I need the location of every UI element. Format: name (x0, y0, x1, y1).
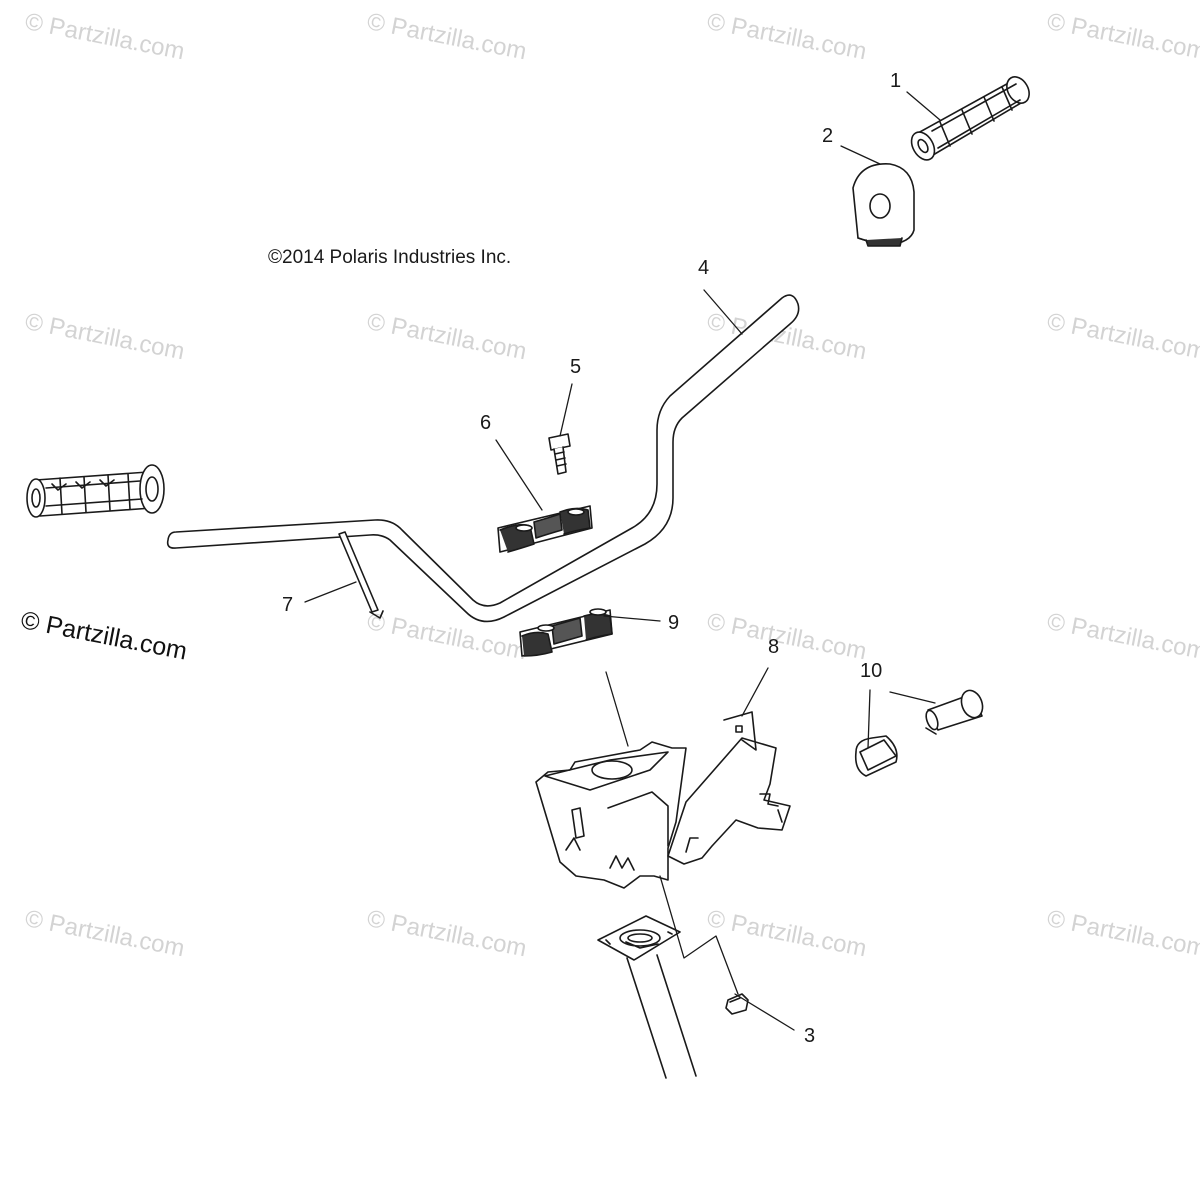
callout-10: 10 (860, 660, 883, 682)
upper-clamp-part-6 (497, 505, 593, 553)
leader-lines (304, 91, 941, 1031)
callout-3: 3 (804, 1025, 816, 1047)
handlebar (166, 294, 800, 623)
leader-line-3 (734, 993, 795, 1031)
leader-line-2 (840, 145, 881, 165)
leader-line-7 (304, 581, 357, 603)
callout-2: 2 (822, 125, 834, 147)
steering-mount-plate (597, 915, 681, 961)
bracket-part-8 (535, 711, 791, 889)
copyright-notice: ©2014 Polaris Industries Inc. (268, 247, 512, 268)
nut-part-3 (725, 993, 749, 1015)
alignment-line-clamp (605, 671, 629, 747)
cable-tie-part-7 (338, 531, 384, 619)
grip-part-1 (910, 76, 1030, 161)
leader-line-8 (741, 667, 769, 717)
steering-column (625, 941, 697, 1079)
callout-6: 6 (480, 412, 492, 434)
bolt-part-5 (548, 433, 571, 475)
leader-line-10a (867, 689, 871, 749)
leader-line-1 (906, 91, 941, 121)
throttle-housing-part-2 (852, 163, 915, 247)
callout-7: 7 (282, 594, 294, 616)
leader-line-5 (559, 383, 573, 437)
switch-sleeve-part-10 (854, 735, 898, 777)
left-grip (26, 464, 165, 518)
leader-line-6 (495, 439, 543, 511)
callout-8: 8 (768, 636, 780, 658)
callout-4: 4 (698, 257, 710, 279)
lower-clamp-part-9 (519, 608, 613, 657)
switch-part-10 (925, 689, 984, 735)
callout-1: 1 (890, 70, 902, 92)
leader-line-4 (703, 289, 743, 335)
callout-9: 9 (668, 612, 680, 634)
leader-line-10b (889, 691, 936, 704)
alignment-line-nut (659, 875, 739, 995)
leader-line-9 (603, 615, 661, 622)
callout-5: 5 (570, 356, 582, 378)
